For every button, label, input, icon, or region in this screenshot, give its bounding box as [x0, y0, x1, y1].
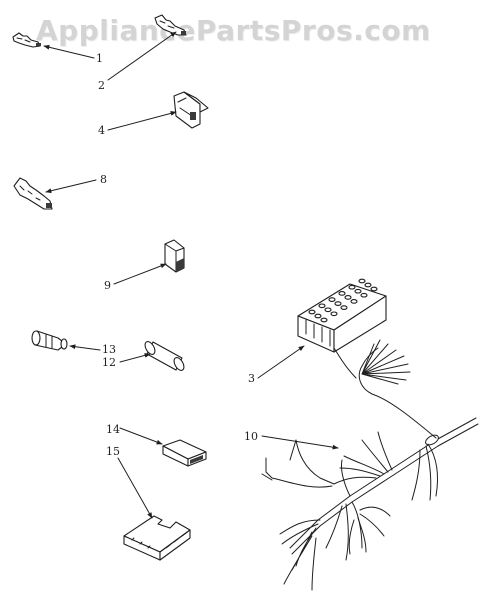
socket-hole [318, 303, 326, 309]
leader-4 [107, 111, 177, 131]
leader-3 [257, 345, 305, 379]
socket-hole [334, 301, 342, 306]
leader-10 [261, 435, 339, 450]
part-2-terminal [154, 14, 187, 36]
part-10-wire-harness [261, 339, 479, 591]
leader-12 [119, 353, 151, 363]
callout-13: 13 [102, 343, 116, 356]
socket-hole [348, 284, 356, 290]
callout-12: 12 [102, 356, 116, 369]
callout-14: 14 [106, 423, 120, 436]
part-3-connector-block [297, 278, 387, 353]
leader-13 [69, 344, 101, 351]
watermark-logo: AppliancePartsPros.com [36, 14, 431, 47]
socket-hole [364, 282, 372, 288]
socket-hole [360, 292, 368, 298]
part-12-sleeve [144, 341, 185, 371]
socket-hole [330, 311, 338, 317]
part-8-terminal [13, 177, 53, 210]
leader-1 [43, 44, 95, 59]
callout-10: 10 [244, 430, 258, 443]
part-13-bullet-connector [31, 330, 68, 351]
callout-9: 9 [104, 279, 111, 292]
callout-2: 2 [98, 79, 105, 92]
socket-hole [320, 317, 328, 323]
leader-15 [117, 457, 153, 519]
leader-8 [45, 179, 97, 194]
socket-hole [308, 309, 316, 315]
socket-hole [370, 286, 378, 292]
callout-1: 1 [96, 52, 103, 65]
socket-hole [340, 305, 348, 310]
socket-hole [350, 299, 358, 304]
callout-8: 8 [100, 173, 107, 186]
leader-14 [119, 427, 163, 445]
part-14-flat-connector [162, 439, 207, 467]
socket-hole [314, 313, 322, 319]
socket-hole [354, 288, 362, 294]
callout-15: 15 [106, 445, 120, 458]
callout-3: 3 [248, 372, 255, 385]
part-1-terminal [12, 32, 41, 48]
part-4-bracket [173, 91, 209, 129]
socket-hole [338, 291, 346, 296]
socket-hole [344, 295, 352, 300]
leader-lines [43, 31, 339, 519]
leader-2 [107, 31, 177, 81]
part-9-connector [164, 239, 185, 273]
socket-hole [324, 307, 332, 313]
part-15-housing [123, 515, 191, 561]
socket-hole [358, 278, 366, 284]
socket-hole [328, 297, 336, 302]
leader-9 [113, 263, 167, 285]
callout-4: 4 [98, 124, 105, 137]
